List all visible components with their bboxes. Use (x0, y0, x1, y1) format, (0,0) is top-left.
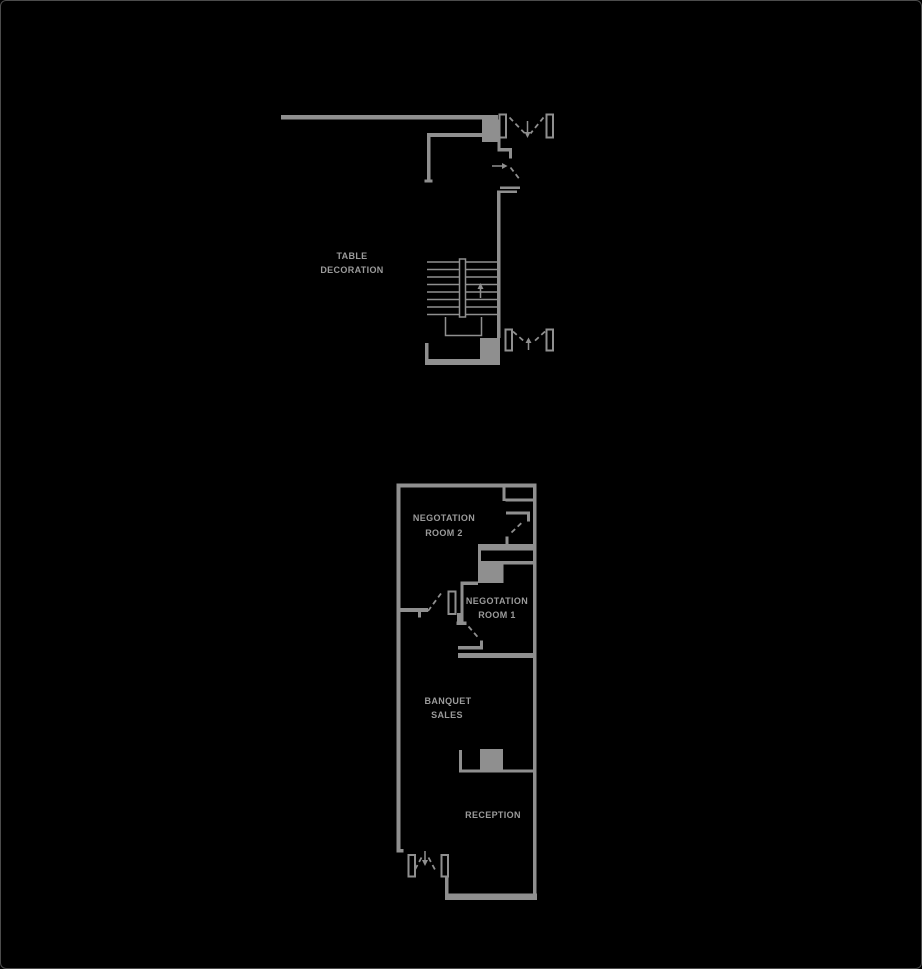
upper-vestibule-door (492, 163, 520, 180)
room1-top-wall (460, 581, 478, 585)
wall-segment (457, 613, 461, 622)
room2-wall (397, 608, 428, 612)
stairwell-right-wall (497, 190, 501, 338)
right-outer-wall (533, 483, 537, 900)
wall-segment (427, 133, 482, 137)
table-decoration-label: TABLE DECORATION (320, 251, 383, 275)
door-jamb (504, 328, 513, 352)
upper-floor-plan: TABLE DECORATION (281, 113, 554, 365)
wall-pier (480, 338, 500, 365)
door-swing (427, 592, 442, 612)
room-label: ROOM 1 (478, 610, 516, 620)
room-label: BANQUET (425, 696, 472, 706)
door-swing (529, 116, 545, 135)
wall-segment (427, 133, 431, 183)
wall-end-cap (424, 179, 433, 183)
door-jamb (440, 854, 449, 878)
alcove-wall (505, 498, 533, 502)
down-arrow-icon (422, 860, 428, 866)
wall-segment (497, 138, 501, 151)
wall-segment (425, 343, 429, 365)
bottom-outer-wall (445, 893, 537, 900)
wall-segment (478, 550, 481, 565)
upper-plan-walls (281, 115, 520, 365)
banquet-sales-label: BANQUET SALES (425, 696, 472, 720)
alcove-wall (502, 487, 506, 501)
down-arrow-icon (524, 132, 531, 138)
wall-segment (445, 877, 449, 894)
door-swing (510, 520, 524, 534)
wall-segment (281, 115, 498, 120)
left-outer-wall (396, 483, 401, 853)
wall-segment (480, 640, 483, 650)
wall-segment (509, 151, 512, 159)
negotiation-room-2-label: NEGOTATION ROOM 2 (413, 513, 475, 538)
wall-segment (497, 148, 512, 152)
wall-segment (497, 190, 517, 193)
wall-segment (478, 561, 537, 565)
door-jamb (407, 854, 416, 878)
wall-pier (482, 119, 499, 142)
upper-bottom-double-door (504, 328, 554, 352)
up-arrow-icon (477, 283, 484, 289)
wall-segment (505, 536, 509, 544)
door-jamb (545, 113, 554, 139)
door-swing (512, 330, 527, 344)
room-label: NEGOTATION (413, 513, 475, 523)
door-swing (508, 116, 526, 135)
stair-landing-outline (444, 317, 483, 337)
room1-left-wall (460, 581, 464, 624)
thick-wall-bar (478, 544, 537, 551)
room1-bottom-wall (458, 653, 537, 658)
wall-segment (459, 750, 462, 770)
room-label: ROOM 2 (425, 528, 463, 538)
door-swing (467, 625, 480, 640)
wall-pier (478, 564, 504, 583)
door-leaf (447, 590, 457, 615)
door-swing (413, 857, 423, 872)
door-swing (509, 166, 520, 180)
negotiation-room-1-label: NEGOTATION ROOM 1 (466, 596, 528, 620)
reception-entrance-double-door (407, 851, 449, 878)
room1-door (467, 625, 480, 640)
room-label: TABLE (336, 251, 367, 261)
right-arrow-icon (502, 163, 508, 169)
alcove-wall (506, 511, 530, 515)
upper-top-double-door (498, 113, 554, 139)
stair-rail (458, 258, 467, 318)
wall-pier (480, 749, 503, 770)
staircase (427, 258, 497, 337)
lower-plan-walls (396, 483, 537, 900)
wall-segment (458, 646, 483, 650)
wall-segment (418, 612, 421, 618)
door-jamb (498, 113, 507, 139)
room-label: NEGOTATION (466, 596, 528, 606)
reception-label: RECEPTION (465, 810, 521, 820)
room-label: RECEPTION (465, 810, 521, 820)
top-outer-wall (396, 483, 537, 488)
alcove-door (510, 520, 524, 534)
alcove-wall (527, 514, 530, 522)
door-swing (427, 857, 437, 872)
wall-segment (500, 186, 520, 189)
room-label: SALES (431, 710, 463, 720)
room2-door (427, 590, 457, 615)
wall-segment (456, 621, 467, 625)
wall-segment (425, 359, 500, 365)
reception-divider-wall (459, 769, 536, 773)
door-swing (532, 330, 546, 344)
wall-end-cap (396, 849, 404, 853)
door-jamb (545, 328, 554, 352)
lower-floor-plan: NEGOTATION ROOM 2 NEGOTATION ROOM 1 BANQ… (396, 483, 537, 900)
up-arrow-icon (525, 337, 532, 343)
room-label: DECORATION (320, 265, 383, 275)
